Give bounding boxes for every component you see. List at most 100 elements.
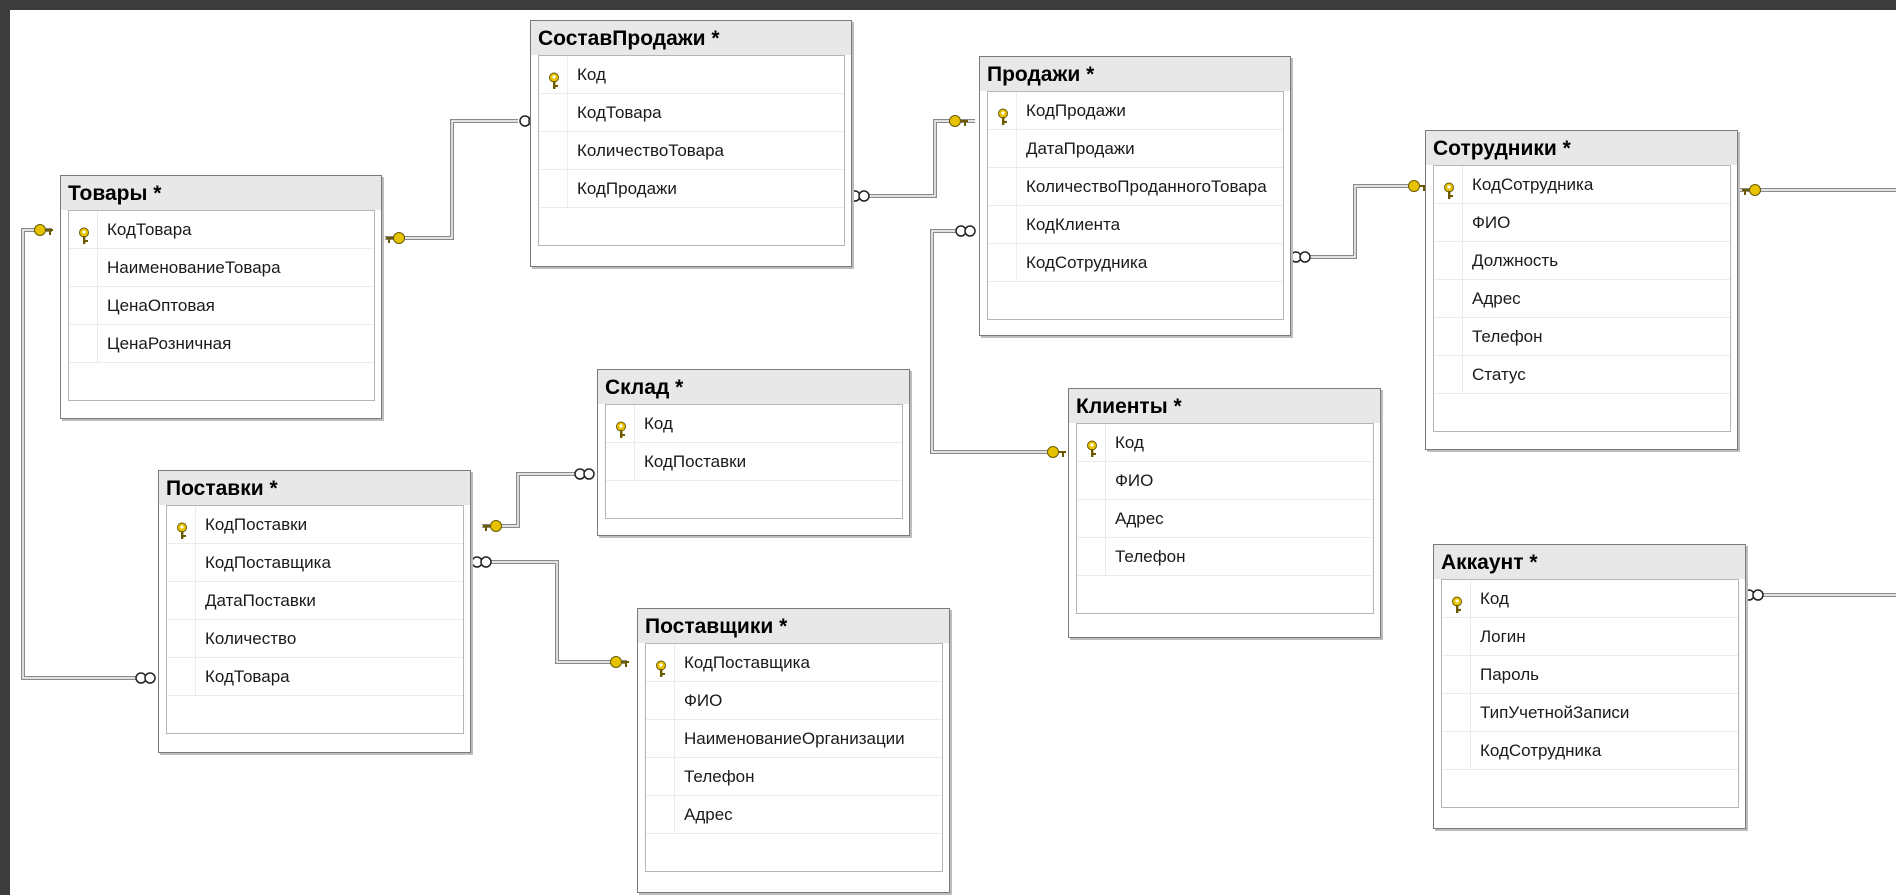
row-selector [646, 796, 675, 833]
field-name: Телефон [684, 767, 755, 786]
row-selector [167, 620, 196, 657]
field-name: ДатаПродажи [1026, 139, 1135, 158]
row-selector [1434, 356, 1463, 393]
row-selector [69, 287, 98, 324]
field-row[interactable]: Статус [1434, 356, 1730, 394]
field-name: КодСотрудника [1480, 741, 1602, 760]
empty-row [1077, 576, 1373, 613]
field-row[interactable]: ДатаПродажи [988, 130, 1283, 168]
row-selector [988, 206, 1017, 243]
table-title: Поставщики * [638, 609, 949, 643]
row-selector [1442, 732, 1471, 769]
field-row[interactable]: КодСотрудника [988, 244, 1283, 282]
field-row[interactable]: КоличествоПроданногоТовара [988, 168, 1283, 206]
field-row[interactable]: КодПродажи [988, 92, 1283, 130]
primary-key-icon [1084, 434, 1100, 457]
field-row[interactable]: Код [539, 56, 844, 94]
field-row[interactable]: КодТовара [69, 211, 374, 249]
field-row[interactable]: ДатаПоставки [167, 582, 463, 620]
field-name: КодПродажи [577, 179, 677, 198]
table-title: Клиенты * [1069, 389, 1380, 423]
field-name: Адрес [1115, 509, 1164, 528]
field-row[interactable]: Адрес [646, 796, 942, 834]
link-postavki-sklad [482, 472, 590, 528]
field-row[interactable]: Код [606, 405, 902, 443]
field-row[interactable]: ЦенаРозничная [69, 325, 374, 363]
primary-key-icon [1449, 590, 1465, 613]
link-sotrudniki-akkaunt [1740, 188, 1896, 597]
field-row[interactable]: НаименованиеОрганизации [646, 720, 942, 758]
field-row[interactable]: Должность [1434, 242, 1730, 280]
row-selector [1077, 500, 1106, 537]
field-row[interactable]: КодПоставки [606, 443, 902, 481]
table-title: Склад * [598, 370, 909, 404]
row-selector [1077, 462, 1106, 499]
empty-row [167, 696, 463, 733]
field-row[interactable]: КодПоставщика [646, 644, 942, 682]
field-row[interactable]: КоличествоТовара [539, 132, 844, 170]
field-name: КодТовара [205, 667, 290, 686]
field-row[interactable]: КодСотрудника [1442, 732, 1738, 770]
field-name: Количество [205, 629, 297, 648]
field-row[interactable]: ФИО [1434, 204, 1730, 242]
field-row[interactable]: ФИО [1077, 462, 1373, 500]
row-selector [1434, 242, 1463, 279]
primary-key-icon [546, 66, 562, 89]
field-name: Логин [1480, 627, 1526, 646]
row-selector [988, 92, 1017, 129]
field-name: Адрес [684, 805, 733, 824]
field-row[interactable]: ФИО [646, 682, 942, 720]
link-postavki-postavshiki [482, 560, 627, 664]
link-prodazhi-sotrudniki [1297, 184, 1415, 259]
field-name: Код [1115, 433, 1144, 452]
field-row[interactable]: Телефон [1077, 538, 1373, 576]
table-title: Товары * [61, 176, 381, 210]
row-selector [1442, 694, 1471, 731]
link-sostav-prodazhi [862, 119, 975, 198]
field-name: ФИО [1472, 213, 1511, 232]
field-row[interactable]: КодПоставщика [167, 544, 463, 582]
field-row[interactable]: Логин [1442, 618, 1738, 656]
empty-row [539, 208, 844, 245]
field-row[interactable]: КодКлиента [988, 206, 1283, 244]
field-row[interactable]: ТипУчетнойЗаписи [1442, 694, 1738, 732]
field-name: Адрес [1472, 289, 1521, 308]
field-row[interactable]: Количество [167, 620, 463, 658]
row-selector [69, 325, 98, 362]
field-row[interactable]: Телефон [1434, 318, 1730, 356]
field-name: КодПоставщика [684, 653, 810, 672]
field-row[interactable]: Адрес [1077, 500, 1373, 538]
field-row[interactable]: КодТовара [539, 94, 844, 132]
table-title: СоставПродажи * [531, 21, 851, 55]
field-row[interactable]: Код [1442, 580, 1738, 618]
field-row[interactable]: НаименованиеТовара [69, 249, 374, 287]
row-selector [988, 168, 1017, 205]
field-row[interactable]: КодПоставки [167, 506, 463, 544]
table-title: Поставки * [159, 471, 470, 505]
field-row[interactable]: КодСотрудника [1434, 166, 1730, 204]
field-row[interactable]: Адрес [1434, 280, 1730, 318]
row-selector [539, 170, 568, 207]
field-name: Телефон [1472, 327, 1543, 346]
field-row[interactable]: КодТовара [167, 658, 463, 696]
field-row[interactable]: ЦенаОптовая [69, 287, 374, 325]
field-row[interactable]: Код [1077, 424, 1373, 462]
field-row[interactable]: Телефон [646, 758, 942, 796]
field-row[interactable]: Пароль [1442, 656, 1738, 694]
field-name: ЦенаРозничная [107, 334, 232, 353]
field-row[interactable]: КодПродажи [539, 170, 844, 208]
